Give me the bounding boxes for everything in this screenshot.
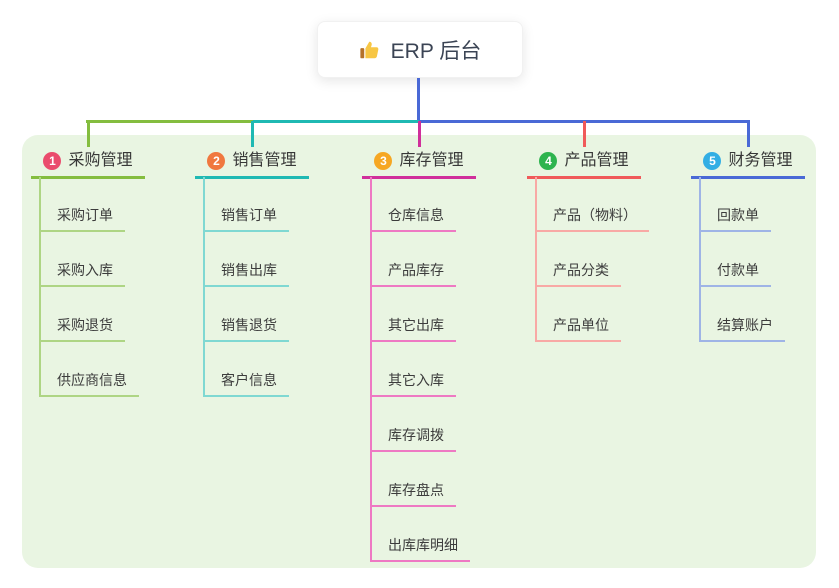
- branch-header-inventory[interactable]: 3 库存管理: [362, 146, 476, 179]
- child-item[interactable]: 销售订单: [203, 204, 289, 232]
- branch-number-badge: 2: [207, 152, 226, 170]
- child-item[interactable]: 产品库存: [370, 259, 456, 287]
- branch-label: 财务管理: [728, 152, 793, 169]
- branch-number-badge: 3: [374, 152, 393, 170]
- branch-drop-line: [250, 121, 254, 147]
- branch-product: 4 产品管理 产品（物料） 产品分类产品单位: [527, 121, 649, 342]
- branch-stem-line: [203, 177, 205, 397]
- branch-stem-line: [39, 177, 41, 397]
- child-item[interactable]: 采购订单: [39, 204, 125, 232]
- branch-drop-line: [746, 121, 750, 147]
- branch-number-badge: 4: [539, 152, 558, 170]
- branch-drop-line: [86, 121, 90, 147]
- branch-stem-line: [699, 177, 701, 342]
- child-item[interactable]: 采购入库: [39, 259, 125, 287]
- root-node-erp[interactable]: ERP 后台: [317, 21, 523, 78]
- branch-purchase: 1 采购管理 采购订单采购入库采购退货供应商信息: [31, 121, 145, 397]
- branch-finance: 5 财务管理 回款单付款单结算账户: [691, 121, 805, 342]
- child-item[interactable]: 产品（物料）: [535, 204, 649, 232]
- connector-segment-green: [86, 120, 253, 123]
- branch-stem-line: [370, 177, 372, 562]
- branch-header-sales[interactable]: 2 销售管理: [195, 146, 309, 179]
- branch-header-product[interactable]: 4 产品管理: [527, 146, 641, 179]
- thumbs-up-icon: [359, 39, 381, 61]
- child-item[interactable]: 付款单: [699, 259, 771, 287]
- child-item[interactable]: 其它出库: [370, 314, 456, 342]
- branch-label: 产品管理: [564, 152, 629, 169]
- child-item[interactable]: 结算账户: [699, 314, 785, 342]
- connector-segment-teal: [253, 120, 419, 123]
- child-item[interactable]: 客户信息: [203, 369, 289, 397]
- child-item[interactable]: 其它入库: [370, 369, 456, 397]
- branches-background-panel: [22, 135, 816, 568]
- child-item[interactable]: 销售出库: [203, 259, 289, 287]
- child-item[interactable]: 供应商信息: [39, 369, 139, 397]
- branch-label: 库存管理: [399, 152, 464, 169]
- branch-number-badge: 1: [43, 152, 62, 170]
- child-item[interactable]: 产品分类: [535, 259, 621, 287]
- branch-label: 采购管理: [68, 152, 133, 169]
- branch-number-badge: 5: [703, 152, 722, 170]
- child-item[interactable]: 仓库信息: [370, 204, 456, 232]
- branch-label: 销售管理: [232, 152, 297, 169]
- root-title: ERP 后台: [390, 39, 482, 63]
- child-item[interactable]: 产品单位: [535, 314, 621, 342]
- trunk-line: [417, 78, 420, 121]
- child-item[interactable]: 销售退货: [203, 314, 289, 342]
- child-item[interactable]: 库存调拨: [370, 424, 456, 452]
- branch-stem-line: [535, 177, 537, 342]
- child-item[interactable]: 库存盘点: [370, 479, 456, 507]
- child-item[interactable]: 回款单: [699, 204, 771, 232]
- child-item[interactable]: 出库库明细: [370, 534, 470, 562]
- branch-header-purchase[interactable]: 1 采购管理: [31, 146, 145, 179]
- branch-inventory: 3 库存管理 仓库信息产品库存其它出库其它入库库存调拨库存盘点出库库明细: [362, 121, 476, 562]
- branch-sales: 2 销售管理 销售订单销售出库销售退货客户信息: [195, 121, 309, 397]
- branch-drop-line: [417, 121, 421, 147]
- branch-drop-line: [582, 121, 586, 147]
- branch-header-finance[interactable]: 5 财务管理: [691, 146, 805, 179]
- child-item[interactable]: 采购退货: [39, 314, 125, 342]
